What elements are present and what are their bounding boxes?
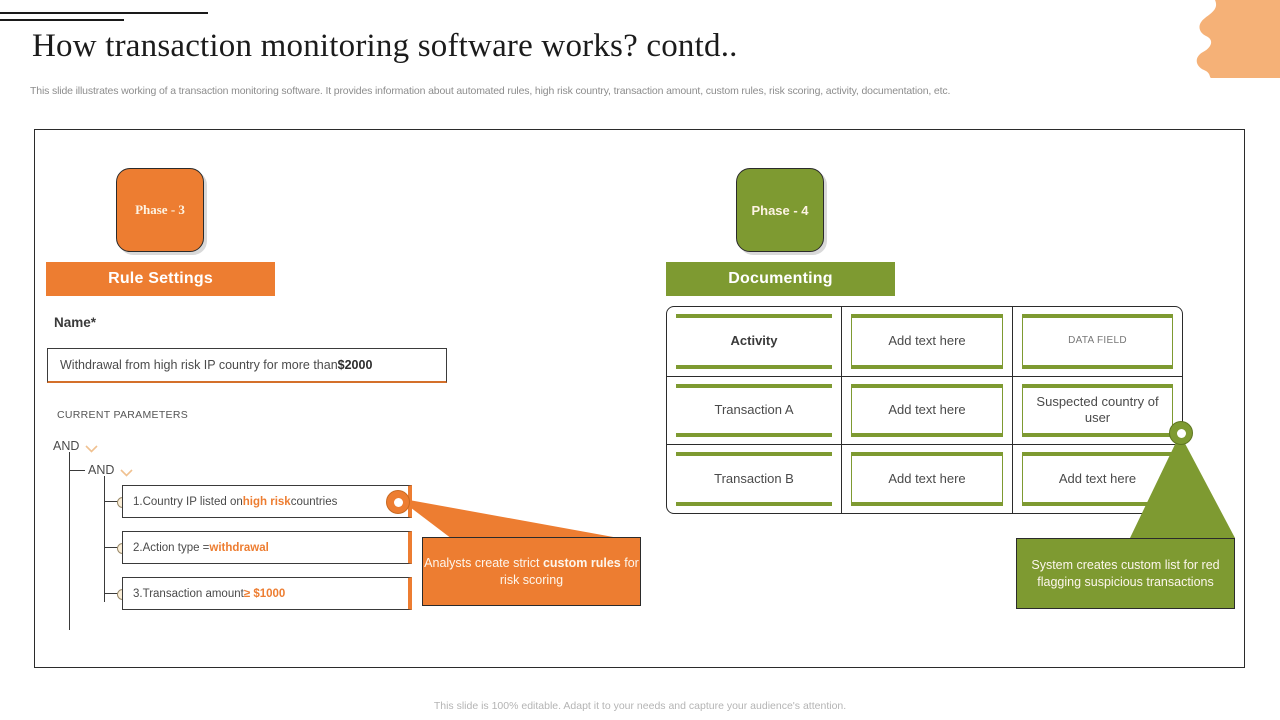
table-cell[interactable]: Add text here — [841, 445, 1012, 513]
table-cell-value: Add text here — [851, 383, 1003, 438]
green-callout-box: System creates custom list for red flagg… — [1016, 538, 1235, 609]
table-cell[interactable]: Transaction A — [667, 377, 841, 445]
tree-line-vertical-outer — [69, 452, 71, 630]
chevron-down-icon[interactable] — [120, 466, 133, 477]
footer-note: This slide is 100% editable. Adapt it to… — [433, 700, 847, 712]
phase-3-label: Phase - 3 — [135, 202, 185, 217]
parameter-row[interactable]: 1. Country IP listed on high risk countr… — [122, 485, 412, 518]
phase-3-chip: Phase - 3 — [116, 168, 204, 252]
table-cell[interactable]: Add text here — [841, 307, 1012, 376]
parameter-index: 1. — [133, 495, 143, 508]
green-callout-text: System creates custom list for red flagg… — [1031, 557, 1220, 589]
chevron-down-icon[interactable] — [85, 442, 98, 453]
table-cell[interactable]: Add text here — [1012, 445, 1182, 513]
documenting-table: Activity Add text here DATA FIELD Transa… — [666, 306, 1183, 514]
parameter-row[interactable]: 3. Transaction amount ≥ $1000 — [122, 577, 412, 610]
parameter-index: 3. — [133, 587, 143, 600]
phase-4-label: Phase - 4 — [751, 202, 809, 218]
orange-callout-pre: Analysts create strict — [424, 555, 543, 570]
page-subtitle: This slide illustrates working of a tran… — [30, 85, 951, 97]
green-ring-marker-icon — [1169, 421, 1193, 445]
tree-line-branch-2 — [104, 547, 124, 549]
orange-callout-box: Analysts create strict custom rules for … — [422, 537, 641, 606]
tree-line-branch-outer — [69, 470, 85, 472]
table-cell-datafield: DATA FIELD — [1022, 314, 1173, 369]
table-cell[interactable]: Activity — [667, 307, 841, 376]
documenting-label: Documenting — [728, 270, 833, 287]
table-cell-datafield: Suspected country of user — [1022, 383, 1173, 438]
parameter-text-pre: Transaction amount — [142, 587, 244, 600]
table-cell[interactable]: DATA FIELD — [1012, 307, 1182, 376]
table-cell[interactable]: Add text here — [841, 376, 1012, 445]
parameter-row[interactable]: 2. Action type = withdrawal — [122, 531, 412, 564]
page-title: How transaction monitoring software work… — [32, 28, 738, 64]
orange-callout-bold: custom rules — [542, 555, 621, 570]
tree-line-vertical-inner — [104, 476, 106, 602]
current-parameters-label: CURRENT PARAMETERS — [57, 409, 189, 421]
phase-4-chip: Phase - 4 — [736, 168, 824, 252]
decorative-line-top — [0, 12, 208, 14]
orange-blob-decoration — [1185, 0, 1280, 78]
orange-callout-post: for risk scoring — [499, 555, 639, 587]
table-cell-activity: Transaction B — [676, 452, 832, 506]
name-field-label: Name* — [54, 315, 97, 330]
table-row: Transaction A Add text here Suspected co… — [667, 375, 1182, 445]
rule-settings-label: Rule Settings — [108, 270, 213, 287]
and-outer-label: AND — [53, 439, 80, 453]
rule-name-input[interactable]: Withdrawal from high risk IP country for… — [47, 348, 447, 383]
and-operator-outer[interactable]: AND — [53, 439, 98, 453]
parameter-index: 2. — [133, 541, 143, 554]
and-operator-inner[interactable]: AND — [88, 463, 133, 477]
rule-name-value: Withdrawal from high risk IP country for… — [60, 358, 338, 372]
tree-line-branch-1 — [104, 501, 124, 503]
table-cell[interactable]: Suspected country of user — [1012, 376, 1182, 445]
table-cell[interactable]: Transaction B — [667, 445, 841, 513]
documenting-header: Documenting — [666, 262, 895, 296]
parameter-highlight: ≥ $1000 — [243, 587, 286, 600]
table-cell-value: Add text here — [851, 452, 1003, 506]
table-cell-activity: Activity — [676, 314, 832, 369]
table-cell-value: Add text here — [851, 314, 1003, 369]
parameter-highlight: withdrawal — [209, 541, 269, 554]
orange-ring-marker-icon — [386, 490, 410, 514]
and-inner-label: AND — [88, 463, 115, 477]
decorative-line-bottom — [0, 19, 124, 21]
parameter-text-pre: Country IP listed on — [142, 495, 243, 508]
parameter-highlight: high risk — [242, 495, 291, 508]
table-cell-datafield: Add text here — [1022, 452, 1173, 506]
table-cell-activity: Transaction A — [676, 383, 832, 438]
rule-settings-header: Rule Settings — [46, 262, 275, 296]
tree-line-branch-3 — [104, 593, 124, 595]
parameter-text-pre: Action type = — [142, 541, 210, 554]
parameter-text-post: countries — [290, 495, 338, 508]
table-row: Activity Add text here DATA FIELD — [667, 307, 1182, 376]
rule-name-amount: $2000 — [337, 358, 373, 372]
table-row: Transaction B Add text here Add text her… — [667, 444, 1182, 513]
